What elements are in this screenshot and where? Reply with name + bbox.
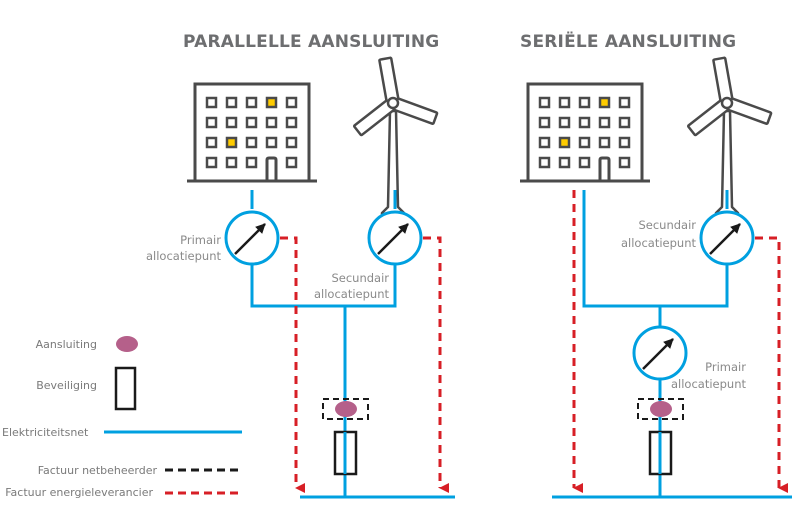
wind-turbine-icon xyxy=(686,56,773,219)
meter-gauge-icon xyxy=(701,212,753,264)
building-icon xyxy=(518,82,652,183)
label-secondary-sub: allocatiepunt xyxy=(314,287,389,301)
building-icon xyxy=(185,82,319,183)
energy-supplier-invoice-line xyxy=(423,236,449,493)
label-primary-sub: allocatiepunt xyxy=(146,249,221,263)
connection-icon xyxy=(335,401,357,417)
connection-icon xyxy=(116,336,138,352)
energy-supplier-invoice-line xyxy=(280,236,305,493)
legend-grid-operator-label: Factuur netbeheerder xyxy=(38,464,158,477)
legend-grid-label: Elektriciteitsnet xyxy=(2,426,89,439)
meter-gauge-icon xyxy=(369,212,421,264)
energy-supplier-invoice-line xyxy=(755,236,788,493)
label-secondary: Secundair xyxy=(638,218,696,232)
connection-icon xyxy=(650,401,672,417)
label-primary-sub: allocatiepunt xyxy=(671,377,746,391)
label-primary: Primair xyxy=(705,360,746,374)
grid-operator-invoice-box xyxy=(322,398,369,420)
legend: Aansluiting Beveiliging Elektriciteitsne… xyxy=(2,336,242,499)
grid-operator-invoice-box xyxy=(637,398,684,420)
meter-gauge-icon xyxy=(226,212,278,264)
title-parallel: PARALLELLE AANSLUITING xyxy=(183,32,439,52)
label-primary: Primair xyxy=(180,233,221,247)
label-secondary-sub: allocatiepunt xyxy=(621,236,696,250)
protection-icon xyxy=(114,366,137,411)
grid-line xyxy=(250,261,397,308)
meter-gauge-icon xyxy=(634,327,686,379)
legend-connection-label: Aansluiting xyxy=(36,338,97,351)
title-serial: SERIËLE AANSLUITING xyxy=(520,30,736,52)
legend-energy-supplier-label: Factuur energieleverancier xyxy=(5,486,153,499)
legend-protection-label: Beveiliging xyxy=(36,379,97,392)
grid-line xyxy=(582,190,729,308)
label-secondary: Secundair xyxy=(331,271,389,285)
